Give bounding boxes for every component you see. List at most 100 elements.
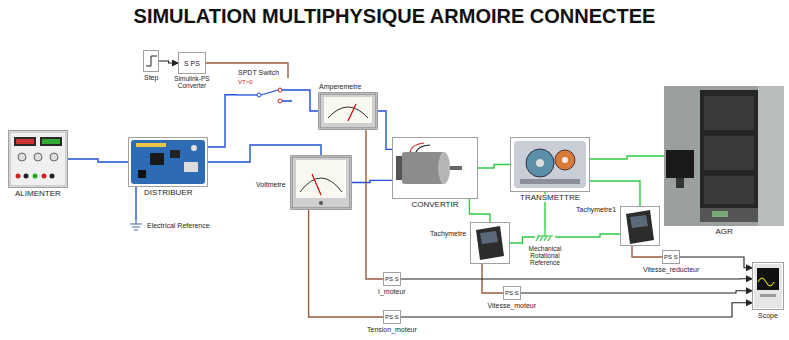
block-text: VT>0: [238, 79, 253, 85]
driver-board-icon-part: [191, 145, 197, 151]
power-supply-icon-part: [16, 139, 34, 144]
switch-block: SPDT SwitchVT>0: [237, 78, 297, 106]
cabinet-photo-part: [676, 178, 684, 188]
step-block: Step: [143, 50, 159, 72]
wire: [68, 159, 128, 162]
power-supply-icon-part: [34, 153, 42, 161]
cabinet-photo-part: [700, 90, 758, 222]
gearbox-icon-part: [520, 179, 580, 184]
driver-board-icon: [131, 140, 205, 184]
power-supply-icon-part: [50, 174, 55, 179]
wire: [555, 234, 620, 237]
block-label: DISTRIBUER: [143, 189, 193, 197]
ground-symbol: [130, 220, 142, 230]
block-label: Amperemetre: [318, 83, 362, 90]
driver-board-icon-part: [131, 140, 205, 184]
cabinet-photo-part: [758, 86, 784, 226]
power-supply-icon-part: [42, 174, 47, 179]
voltmeter-block: Voltmetre: [290, 155, 352, 210]
voltmeter-icon: [292, 157, 350, 208]
voltmeter-icon-part: [312, 174, 321, 195]
voltmeter-icon-part: [292, 157, 350, 208]
block-label: Vitesse_reducteur: [642, 266, 700, 273]
ammeter-icon-part: [320, 94, 376, 128]
driver-board-icon-part: [138, 170, 146, 178]
gearbox-block: TRANSMETTRE: [510, 137, 590, 192]
block-label: CONVERTIR: [411, 201, 460, 209]
wire: [510, 237, 535, 243]
power-supply-icon-part: [24, 174, 29, 179]
gearbox-icon-part: [514, 141, 586, 188]
scope-icon-part: [760, 294, 776, 297]
cabinet-photo: [664, 86, 784, 226]
ps-converter: PS STension_moteur: [383, 310, 401, 324]
block-text: PS S: [664, 254, 678, 260]
block-label: Tachymetre: [429, 230, 467, 237]
wire: [208, 95, 237, 147]
ammeter-icon: [320, 94, 376, 128]
power-supply-icon-part: [18, 153, 26, 161]
gearbox-icon: [514, 141, 586, 188]
scope-icon: [754, 264, 782, 308]
wire: [478, 165, 510, 169]
step-icon: [143, 50, 159, 72]
power-supply-block: ALIMENTER: [8, 130, 68, 188]
electrical-ground: Electrical Reference: [129, 220, 143, 232]
step-icon-part: [143, 50, 159, 72]
diagram-title: SIMULATION MULTIPHYSIQUE ARMOIRE CONNECT…: [0, 5, 789, 28]
block-label: Tension_moteur: [366, 326, 418, 333]
block-label: Step: [143, 74, 159, 81]
block-label: Scope: [757, 312, 779, 319]
wire: [352, 180, 392, 182]
scope-icon-part: [757, 268, 779, 290]
wire: [590, 181, 640, 206]
ps-converter: PS SI_moteur: [383, 272, 401, 286]
driver-board-icon-part: [170, 150, 180, 158]
gearbox-icon-part: [562, 157, 568, 163]
converter-block: S PSSimulink-PS Converter: [178, 52, 206, 74]
power-supply-icon-part: [16, 174, 21, 179]
cabinet-photo-part: [704, 136, 754, 170]
tachometer-icon: [626, 210, 654, 244]
switch-symbol-part: [237, 94, 257, 95]
block-text: PS S: [385, 314, 399, 320]
tachometer-icon-part: [630, 215, 648, 228]
driver-board-icon-part: [184, 162, 198, 172]
block-label: TRANSMETTRE: [519, 194, 581, 202]
driver-board-icon-part: [136, 143, 166, 147]
ground-symbol-part: [130, 220, 142, 230]
cabinet-photo-part: [666, 150, 694, 178]
power-supply-icon-part: [33, 174, 38, 179]
ps-converter: PS SVitesse_reducteur: [662, 250, 680, 264]
wire: [378, 111, 392, 149]
gearbox-icon-part: [536, 159, 544, 167]
power-supply-icon: [10, 132, 66, 186]
signal-line: [401, 278, 752, 279]
gearbox-icon-part: [526, 149, 554, 177]
power-supply-icon-part: [40, 137, 62, 146]
motor-block: CONVERTIR: [392, 137, 478, 199]
motor-icon: [396, 143, 462, 184]
tachometer-block: Tachymetre1: [620, 206, 660, 246]
power-supply-icon-part: [42, 139, 60, 144]
block-label: Electrical Reference: [146, 222, 211, 229]
ammeter-block: Amperemetre: [318, 92, 378, 130]
tachometer-icon-part: [480, 231, 498, 244]
wire: [469, 199, 490, 222]
mechanical-ground-symbol: [536, 230, 553, 241]
motor-icon-part: [450, 166, 462, 170]
signal-line: [521, 291, 752, 293]
driver-block: DISTRIBUER: [128, 137, 208, 187]
motor-icon-part: [416, 145, 430, 152]
block-label: Voltmetre: [255, 181, 287, 188]
wire: [208, 145, 321, 162]
driver-board-icon-part: [150, 153, 164, 165]
wire: [309, 210, 383, 317]
power-supply-icon-part: [14, 137, 36, 146]
ammeter-icon-part: [324, 97, 372, 123]
switch-symbol: [237, 88, 297, 103]
wire: [366, 130, 383, 279]
step-icon-part: [146, 56, 157, 66]
cabinet-photo-part: [704, 96, 754, 130]
tachometer-block: Tachymetre: [470, 222, 510, 264]
